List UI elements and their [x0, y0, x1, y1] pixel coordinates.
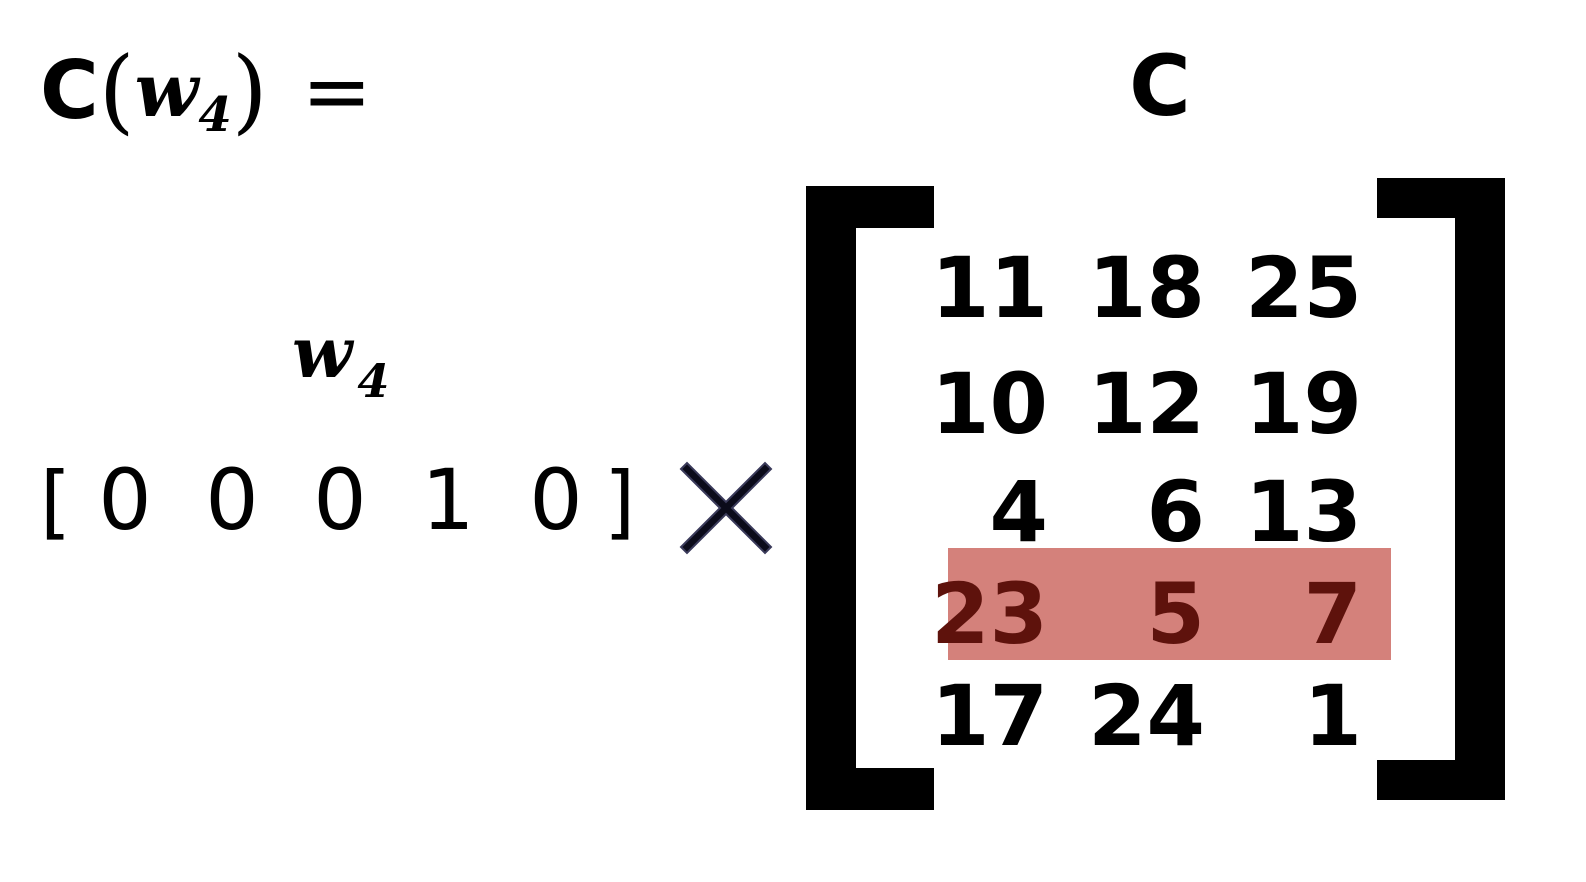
matrix-cell: 25 [1245, 239, 1362, 337]
matrix-cell: 4 [989, 463, 1048, 561]
matrix-cell: 10 [931, 355, 1048, 453]
multiply-shape [679, 461, 773, 555]
matrix-title: C [1129, 37, 1191, 135]
equation-header: C ( w 4 ) = [40, 36, 372, 146]
equation-variable: w [134, 48, 199, 134]
vector-close-bracket: ] [604, 455, 636, 548]
matrix-cell: 6 [1146, 463, 1205, 561]
vector-label-variable: w [292, 311, 353, 394]
matrix-cell-highlighted: 23 [931, 565, 1048, 663]
matrix-cell: 24 [1088, 667, 1205, 765]
matrix-cell: 17 [931, 667, 1048, 765]
vector-label: w 4 [292, 318, 389, 405]
open-paren: ( [98, 37, 135, 144]
matrix-cell-highlighted: 7 [1303, 565, 1362, 663]
close-paren: ) [231, 37, 268, 144]
matrix-cell: 19 [1245, 355, 1362, 453]
vector-open-bracket: [ [40, 455, 72, 548]
vector-cell: 1 [421, 451, 475, 549]
function-name: C [40, 44, 99, 137]
multiply-label: × [776, 458, 777, 459]
equation-subscript: 4 [198, 87, 232, 143]
highlighted-row [948, 548, 1391, 660]
matrix-cell: 11 [931, 239, 1048, 337]
matrix-cell: 13 [1245, 463, 1362, 561]
multiply-sign: × [676, 458, 776, 562]
matrix-left-bracket [806, 186, 934, 810]
vector-cell: 0 [98, 451, 152, 549]
vector-cell: 0 [205, 451, 259, 549]
matrix-cell-highlighted: 5 [1146, 565, 1205, 663]
vector-cell: 0 [529, 451, 583, 549]
matrix-cell: 12 [1088, 355, 1205, 453]
equals-sign: = [301, 42, 373, 140]
vector-label-subscript: 4 [357, 354, 390, 408]
matrix-cell: 18 [1088, 239, 1205, 337]
matrix-cell: 1 [1303, 667, 1362, 765]
multiply-icon [679, 461, 773, 555]
vector-cell: 0 [313, 451, 367, 549]
matrix-right-bracket [1377, 178, 1505, 800]
